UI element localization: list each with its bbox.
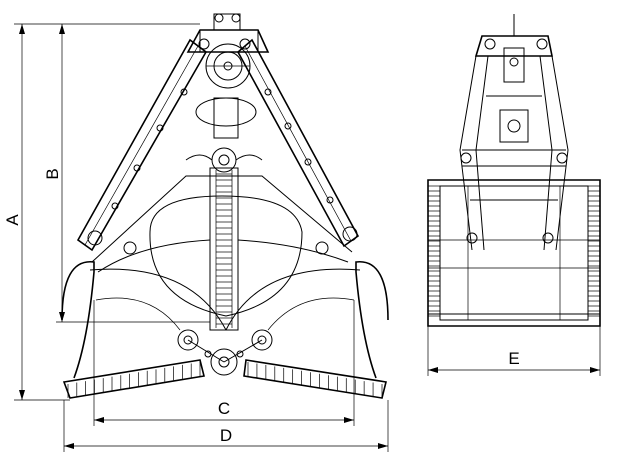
right-shell (225, 261, 389, 379)
bottom-hinges (177, 329, 273, 376)
left-jaw-teeth (62, 359, 205, 399)
side-bucket (427, 179, 601, 327)
link-frame (91, 175, 353, 317)
side-frame (459, 55, 569, 251)
left-arm (76, 38, 208, 252)
top-head (186, 13, 270, 89)
side-head (474, 14, 553, 83)
side-view (427, 14, 601, 327)
right-arm (236, 38, 360, 248)
dimension-label-b: B (43, 168, 62, 179)
dimension-lines (14, 23, 601, 452)
dimension-label-a: A (3, 214, 22, 226)
right-jaw-teeth (243, 359, 387, 399)
front-view (61, 13, 389, 399)
left-shell (61, 261, 227, 379)
side-bucket-ribs (428, 185, 600, 317)
dimension-label-d: D (220, 426, 232, 445)
dimension-label-c: C (218, 399, 230, 418)
upper-crosshead (185, 97, 263, 173)
dimension-label-e: E (508, 349, 519, 368)
